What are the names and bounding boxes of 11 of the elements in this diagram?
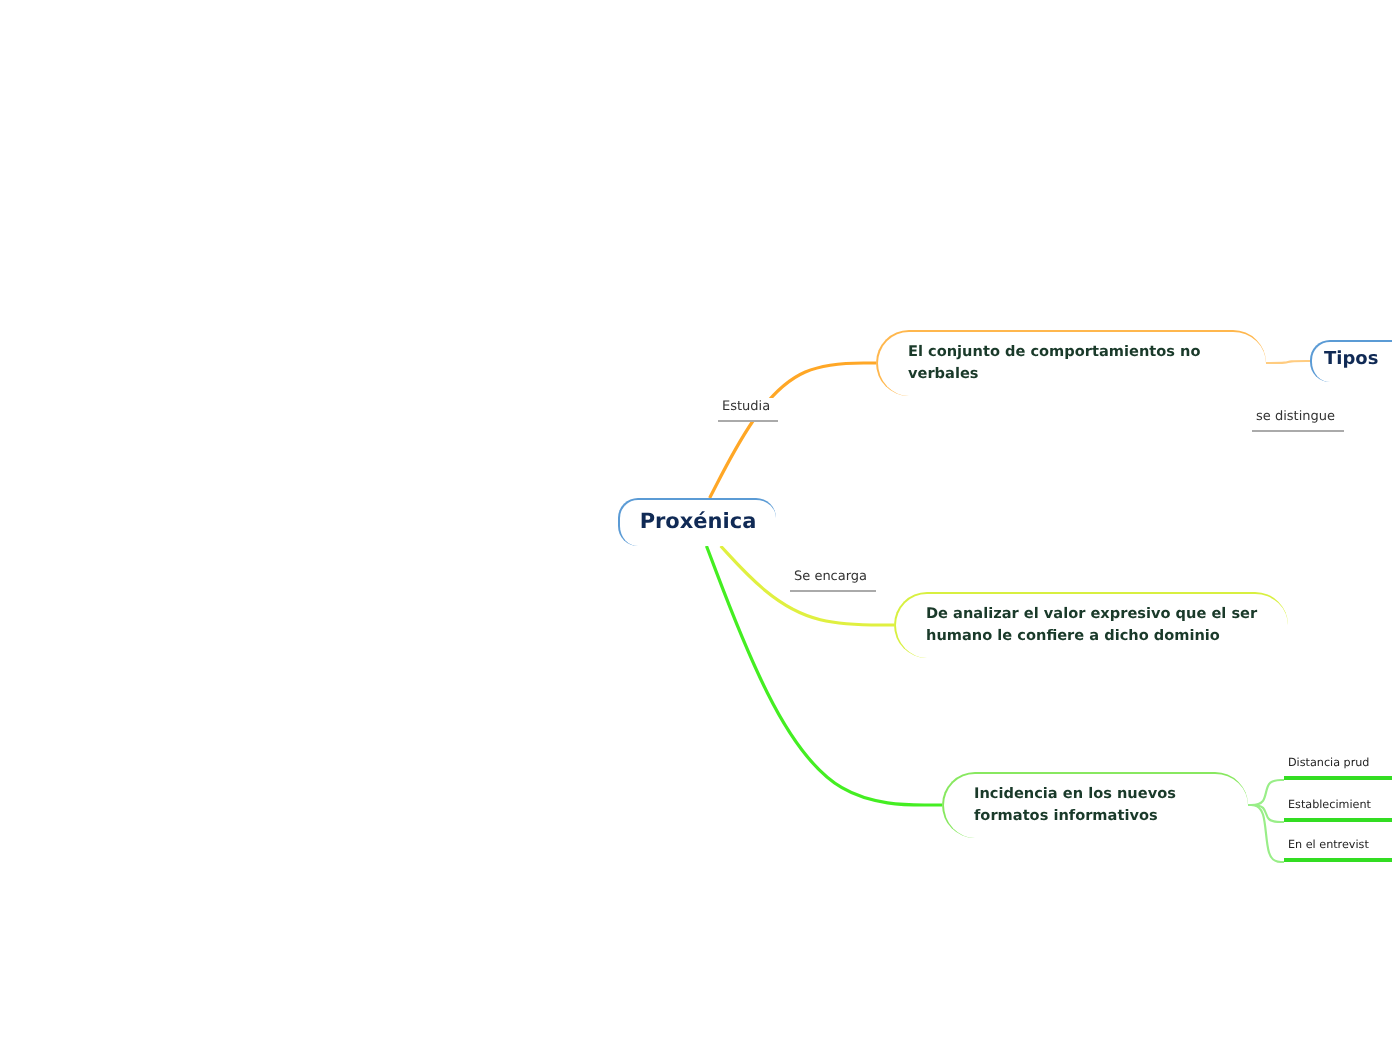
node-text: Tipos (1324, 348, 1379, 375)
subtopic (1284, 794, 1392, 822)
connector (705, 545, 942, 807)
connector (1266, 359, 1310, 365)
connector (708, 361, 876, 499)
connector (719, 544, 894, 627)
subtopic (1284, 752, 1392, 780)
topic-box (1310, 340, 1392, 382)
subtopic (1284, 834, 1392, 862)
node-text: Proxénica (639, 507, 757, 538)
connector (1248, 803, 1284, 864)
